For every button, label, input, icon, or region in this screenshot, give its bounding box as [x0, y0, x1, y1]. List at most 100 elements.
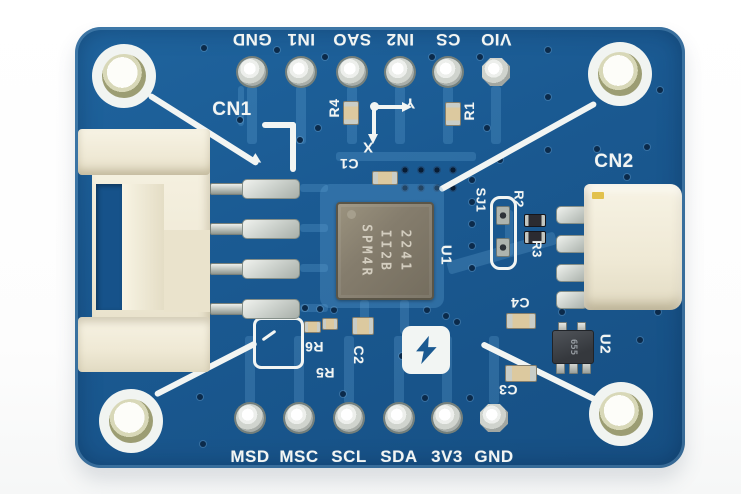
cn1-top-tab	[78, 129, 210, 175]
via	[424, 307, 430, 313]
via	[545, 47, 551, 53]
via	[302, 305, 308, 311]
via	[297, 137, 303, 143]
cn1-solder-pad	[242, 259, 300, 279]
pin-label-scl: SCL	[331, 447, 367, 466]
copper-trace	[238, 86, 244, 126]
cn1-slot	[96, 184, 122, 310]
cn1-bottom-tab	[78, 317, 210, 372]
mounting-hole-plating	[599, 392, 643, 436]
via	[322, 54, 328, 60]
via	[594, 146, 600, 152]
resistor-r4	[343, 101, 359, 125]
via	[559, 309, 565, 315]
cn2-body	[584, 184, 682, 310]
chip-marking-line: II2B	[377, 229, 393, 273]
label-c2: C2	[351, 345, 367, 365]
pin-label-gnd: GND	[232, 30, 272, 49]
via	[469, 265, 475, 271]
through-hole-pad-msd	[236, 404, 264, 432]
via	[469, 221, 475, 227]
footprint-pad	[417, 166, 425, 174]
pin-label-msc: MSC	[279, 447, 319, 466]
label-u1: U1	[437, 244, 455, 266]
label-axis-x: X	[362, 138, 374, 156]
pin-label-in1: IN1	[287, 30, 315, 49]
footprint-pad	[401, 166, 409, 174]
copper-trace	[300, 264, 328, 272]
cn1-pin	[210, 183, 246, 195]
axis-y-line	[374, 105, 404, 109]
resistor-r2	[524, 214, 546, 227]
footprint-pad	[433, 184, 441, 192]
via	[469, 199, 475, 205]
pin-label-gnd: GND	[474, 447, 514, 466]
lightning-bolt-logo	[402, 326, 450, 374]
cn1-solder-pad	[242, 299, 300, 319]
cn1-solder-pad	[242, 179, 300, 199]
via	[201, 45, 207, 51]
mounting-hole	[589, 382, 653, 446]
label-c4: C4	[510, 295, 530, 311]
copper-trace	[300, 304, 328, 312]
copper-trace	[395, 86, 405, 144]
through-hole-pad-3v3	[433, 404, 461, 432]
copper-trace	[489, 336, 499, 404]
copper-trace	[300, 224, 328, 232]
through-hole-pad-sda	[385, 404, 413, 432]
via	[422, 395, 428, 401]
cn1-inner-wall	[122, 184, 164, 310]
via	[200, 441, 206, 447]
lightning-bolt-icon	[416, 335, 437, 365]
mounting-hole	[588, 42, 652, 106]
via	[469, 177, 475, 183]
label-r3: R3	[529, 240, 545, 258]
resistor-r1	[445, 102, 461, 126]
mounting-hole-plating	[102, 54, 146, 98]
axis-y-arrow-icon	[402, 102, 412, 112]
label-c3: C3	[498, 382, 518, 398]
via	[315, 125, 321, 131]
via	[454, 319, 460, 325]
via	[545, 147, 551, 153]
through-hole-pad-msc	[285, 404, 313, 432]
silk-component-outline	[253, 317, 304, 369]
via	[340, 391, 346, 397]
via	[274, 47, 280, 53]
capacitor	[322, 318, 338, 330]
u2-marking: 655	[567, 338, 578, 356]
copper-trace	[400, 300, 409, 334]
via	[655, 309, 661, 315]
pin-label-vio: VIO	[480, 30, 512, 49]
mounting-hole-plating	[598, 52, 642, 96]
label-u2: U2	[596, 333, 614, 355]
label-r2: R2	[511, 190, 527, 208]
cn1-pin	[210, 263, 246, 275]
axis-x-arrow-icon	[368, 134, 378, 144]
label-sj1: SJ1	[473, 187, 489, 213]
cn1-step	[164, 230, 210, 312]
through-hole-pad-vio	[482, 58, 510, 86]
footprint-pad	[401, 184, 409, 192]
via	[443, 313, 449, 319]
capacitor-c3	[505, 365, 537, 382]
mounting-hole	[92, 44, 156, 108]
via	[429, 54, 435, 60]
copper-trace	[296, 86, 306, 144]
chip-marking-line: 2241	[397, 229, 413, 273]
via	[467, 395, 473, 401]
resistor-r3	[524, 231, 546, 244]
via	[197, 394, 203, 400]
label-r4: R4	[326, 98, 342, 118]
copper-trace	[491, 86, 501, 144]
through-hole-pad-in1	[287, 58, 315, 86]
via	[497, 157, 503, 163]
via	[624, 174, 630, 180]
cn2-polarity-mark	[592, 192, 604, 199]
pin-label-cs: CS	[435, 30, 461, 49]
chip-marking: 2241 II2B SPM4R	[356, 224, 415, 278]
solder-jumper-outline	[490, 196, 517, 270]
solder-jumper-pad	[496, 238, 510, 257]
copper-trace	[336, 152, 476, 161]
